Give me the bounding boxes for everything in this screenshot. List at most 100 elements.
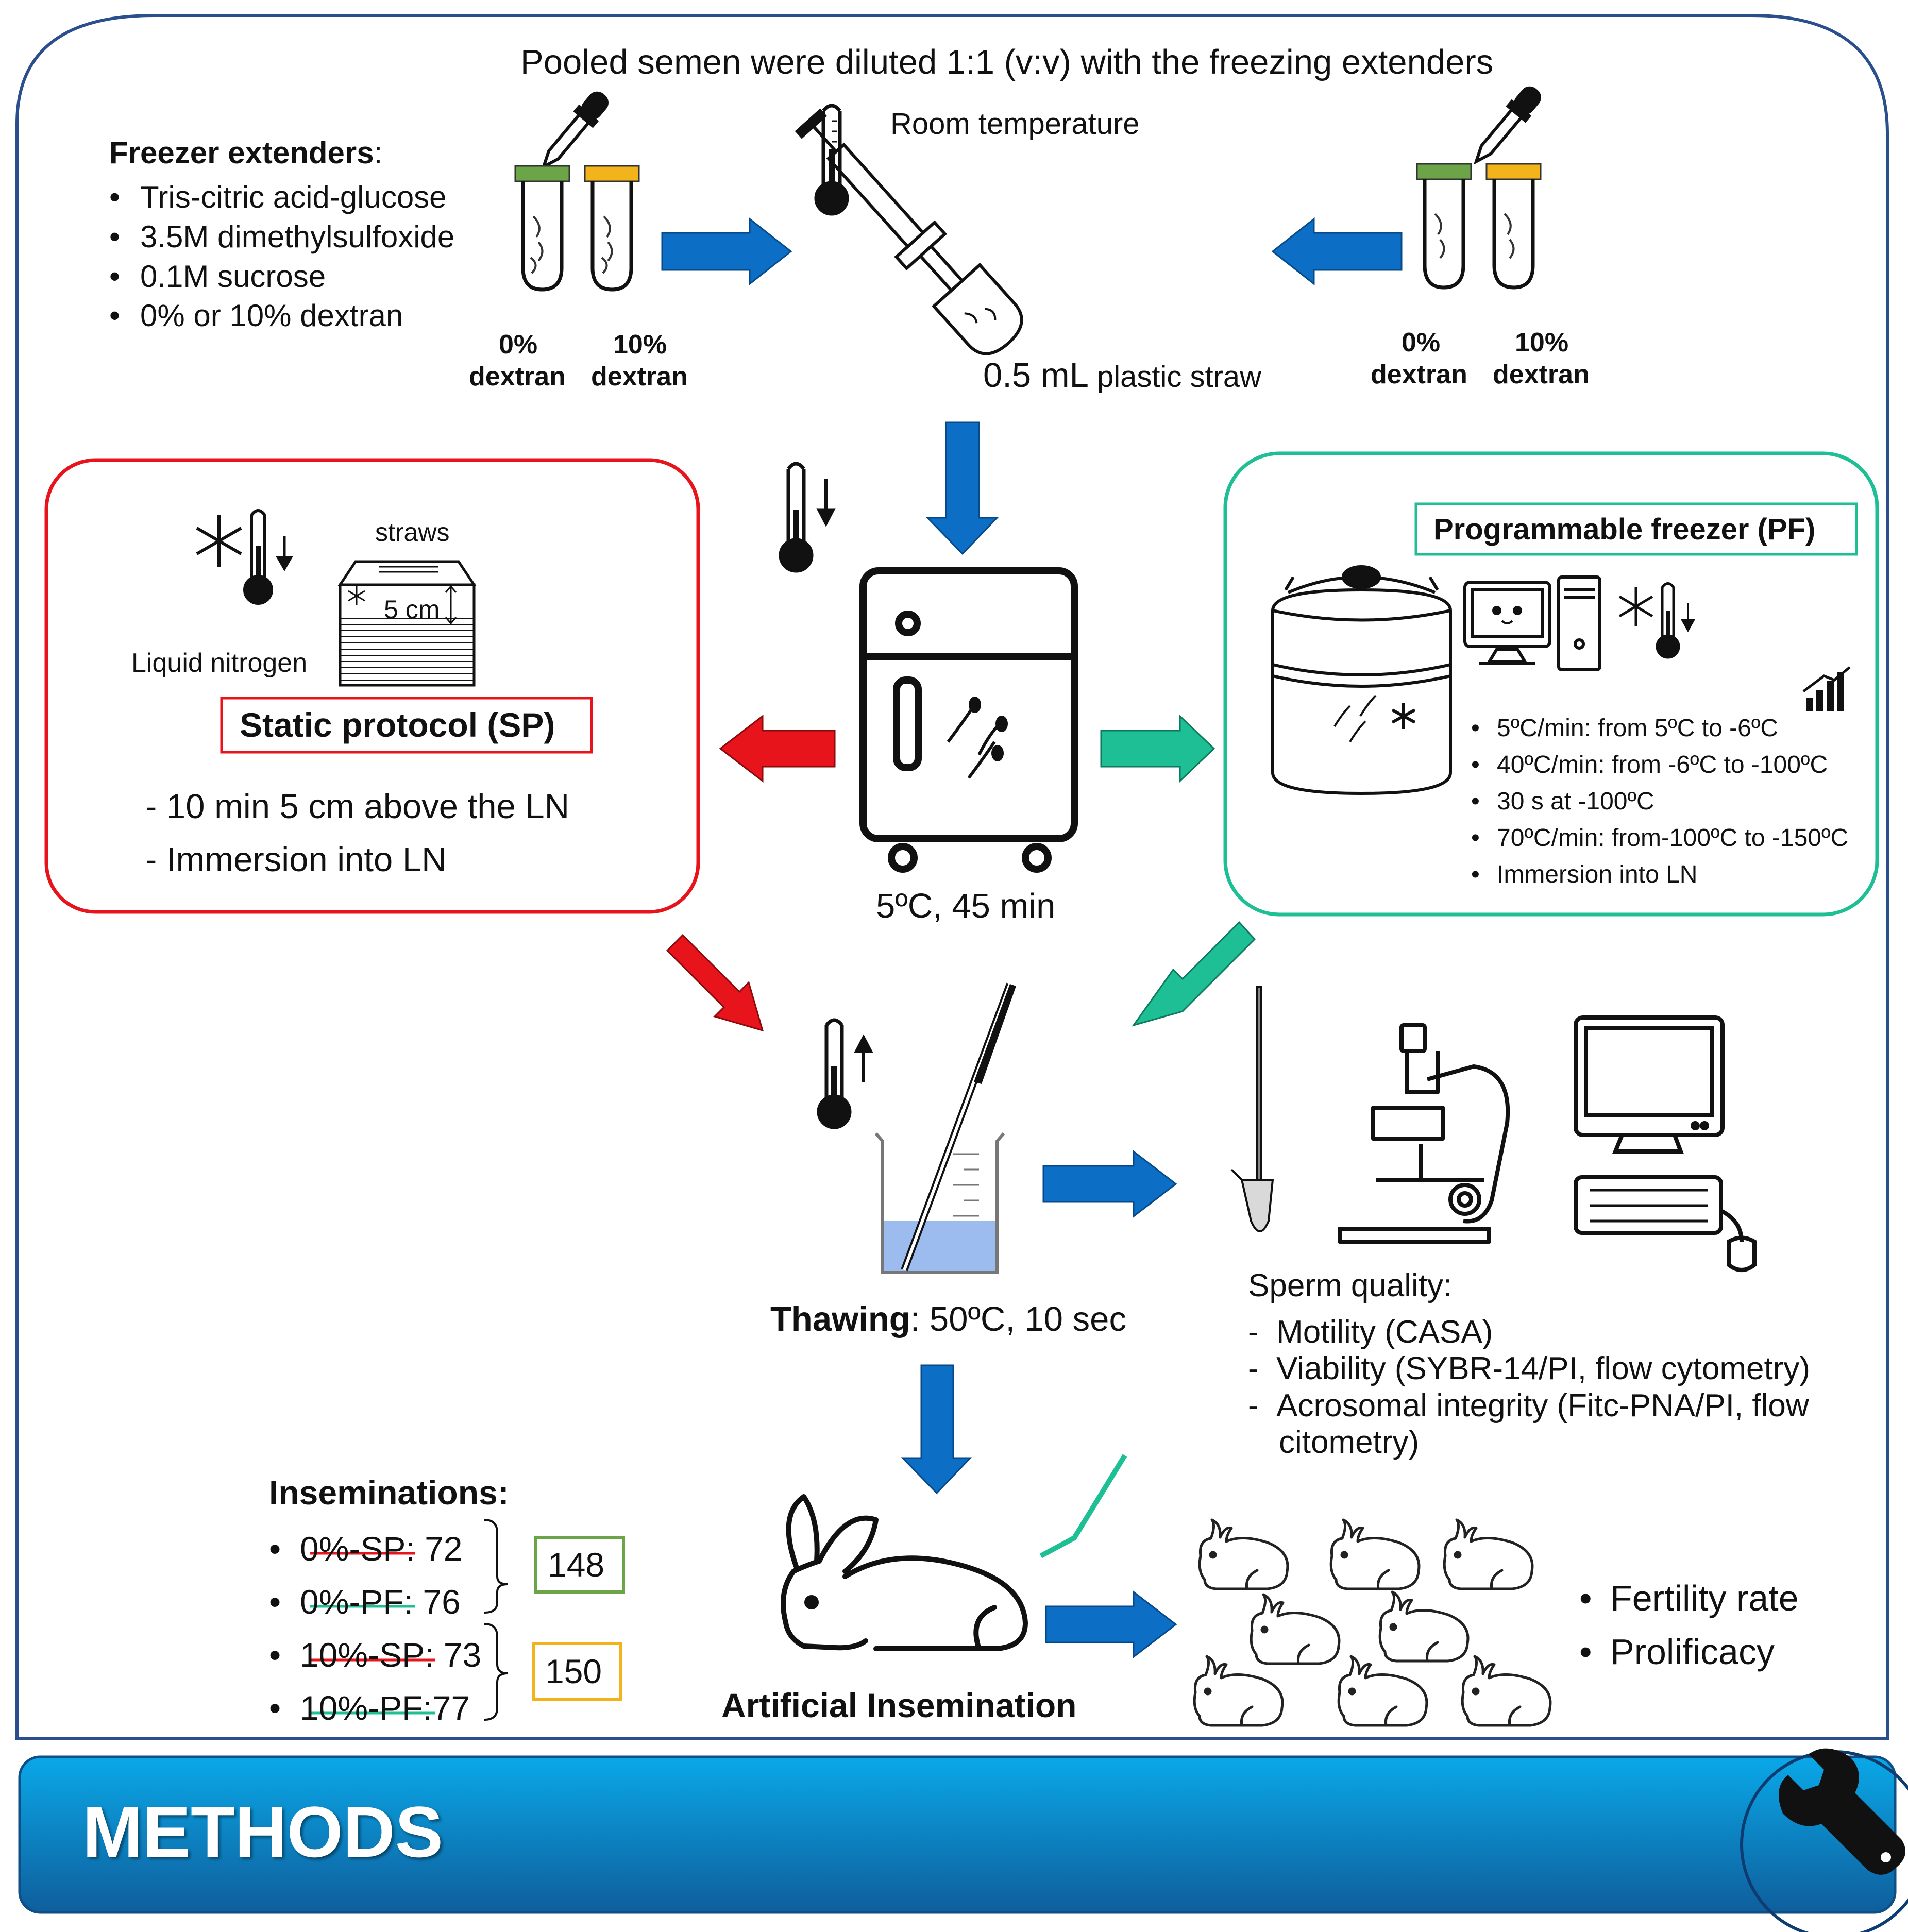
outcomes-list: Fertility rate Prolificacy [1579, 1571, 1799, 1679]
thermometer-down-icon [779, 462, 836, 573]
rabbit-icon [781, 1494, 1028, 1651]
liquid-nitrogen-label: Liquid nitrogen [131, 648, 308, 678]
liquid-nitrogen-box [337, 560, 477, 687]
arrow-to-offspring [1045, 1590, 1177, 1659]
list-item: 0%-PF: 76 [269, 1575, 481, 1629]
eppendorf-tube-icon [1230, 986, 1274, 1232]
tube-label: 0% [499, 330, 538, 360]
brace-0 [484, 1519, 508, 1614]
inseminations-heading: Inseminations: [269, 1473, 509, 1512]
list-item: 10%-PF:77 [269, 1682, 481, 1735]
total-10: 150 [545, 1652, 602, 1690]
tube-cap-yellow [584, 165, 640, 182]
snowflake-icon [196, 515, 242, 567]
thermometer-up-icon [817, 1018, 873, 1129]
tube-label: 10% [1515, 328, 1569, 358]
tube-cap-green [1416, 163, 1472, 180]
sp-step: - 10 min 5 cm above the LN [145, 787, 570, 826]
arrow-top-right [661, 217, 792, 286]
thermometer-icon [814, 104, 849, 216]
list-item: citometry) [1279, 1424, 1420, 1460]
straws-label: straws [375, 518, 450, 547]
pf-title-box [1414, 502, 1858, 556]
list-item: 0.1M sucrose [109, 257, 454, 297]
sperm-quality-list: - Motility (CASA) - Viability (SYBR-14/P… [1248, 1314, 1811, 1460]
sp-title: Static protocol (SP) [240, 706, 555, 744]
tube-left-10 [590, 181, 633, 292]
extenders-heading: Freezer extenders: [109, 135, 383, 170]
tube-label: 10% [613, 330, 667, 360]
sp-step: - Immersion into LN [145, 840, 447, 879]
dewar-icon [1271, 565, 1452, 795]
total-0: 148 [548, 1546, 605, 1584]
snowflake-icon [1618, 587, 1653, 626]
computer-icon [1463, 575, 1601, 671]
arrow-to-pf [1100, 714, 1215, 783]
microscope-icon [1338, 1023, 1510, 1244]
header-title: Pooled semen were diluted 1:1 (v:v) with… [520, 43, 1494, 81]
arrow-pf-to-thaw [1132, 921, 1256, 1027]
arrow-top-left [1271, 217, 1403, 286]
snowflake-icon [348, 586, 365, 605]
pipette-icon [1473, 86, 1541, 165]
list-item: Acrosomal integrity (Fitc-PNA/PI, flow [1276, 1387, 1809, 1423]
arrow-to-sp [719, 714, 836, 783]
list-item: Motility (CASA) [1276, 1314, 1493, 1350]
pf-steps: 5ºC/min: from 5ºC to -6ºC 40ºC/min: from… [1471, 710, 1848, 893]
pipette-icon [541, 91, 609, 170]
tube-label: dextran [469, 362, 566, 392]
computer-icon [1574, 1015, 1757, 1272]
main-frame [15, 14, 1889, 1740]
tube-label: dextran [1371, 360, 1467, 389]
wrench-icon [1740, 1748, 1908, 1932]
sperm-quality-heading: Sperm quality: [1248, 1268, 1453, 1303]
tubes-left-group [514, 91, 640, 292]
tube-cap-green [514, 165, 570, 182]
fridge-caption: 5ºC, 45 min [876, 887, 1056, 925]
list-item: 0%-SP: 72 [269, 1522, 481, 1575]
tube-label: 0% [1402, 328, 1441, 358]
arrow-sp-to-thaw [666, 934, 764, 1032]
tube-right-0 [1423, 179, 1465, 290]
insemination-catheter [1039, 1454, 1127, 1558]
list-item: Viability (SYBR-14/PI, flow cytometry) [1276, 1351, 1811, 1387]
sp-title-box [220, 697, 593, 754]
list-item: 70ºC/min: from-100ºC to -150ºC [1471, 820, 1848, 856]
fridge-icon [859, 567, 1078, 873]
pf-title: Programmable freezer (PF) [1433, 513, 1816, 546]
brace-10 [484, 1623, 508, 1721]
room-temperature: Room temperature [890, 107, 1140, 141]
ai-caption: Artificial Insemination [721, 1686, 1077, 1724]
list-item: 0% or 10% dextran [109, 296, 454, 336]
beaker-icon [874, 982, 1016, 1274]
total-0-box [534, 1536, 625, 1594]
syringe-straw-icon [795, 108, 1023, 355]
list-item: Prolificacy [1579, 1625, 1799, 1679]
thermometer-down-icon [1656, 582, 1696, 659]
list-item: 30 s at -100ºC [1471, 783, 1848, 820]
arrow-to-quality [1042, 1149, 1177, 1218]
inseminations-list: 0%-SP: 72 0%-PF: 76 10%-SP: 73 10%-PF:77 [269, 1522, 481, 1735]
height-label: 5 cm [384, 595, 440, 624]
thawing-caption: Thawing: 50ºC, 10 sec [770, 1300, 1126, 1338]
banner-title: METHODS [82, 1791, 443, 1872]
straw-caption: 0.5 mL plastic straw [983, 356, 1262, 395]
tube-right-10 [1492, 179, 1535, 290]
arrow-down-fridge [925, 421, 999, 555]
tube-cap-yellow [1485, 163, 1542, 180]
total-10-box [532, 1642, 622, 1701]
arrow-down-ai [901, 1364, 972, 1495]
tube-label: dextran [591, 362, 688, 392]
list-item: 3.5M dimethylsulfoxide [109, 217, 454, 257]
list-item: 40ºC/min: from -6ºC to -100ºC [1471, 747, 1848, 783]
tube-left-0 [521, 181, 564, 292]
list-item: Immersion into LN [1471, 856, 1848, 893]
extenders-list: Tris-citric acid-glucose 3.5M dimethylsu… [109, 178, 454, 336]
tube-label: dextran [1493, 360, 1590, 389]
tubes-right-group [1416, 86, 1542, 290]
growth-chart-icon [1802, 666, 1851, 711]
offspring-rabbits-icon [1194, 1520, 1550, 1725]
list-item: Tris-citric acid-glucose [109, 178, 454, 217]
list-item: 5ºC/min: from 5ºC to -6ºC [1471, 710, 1848, 747]
